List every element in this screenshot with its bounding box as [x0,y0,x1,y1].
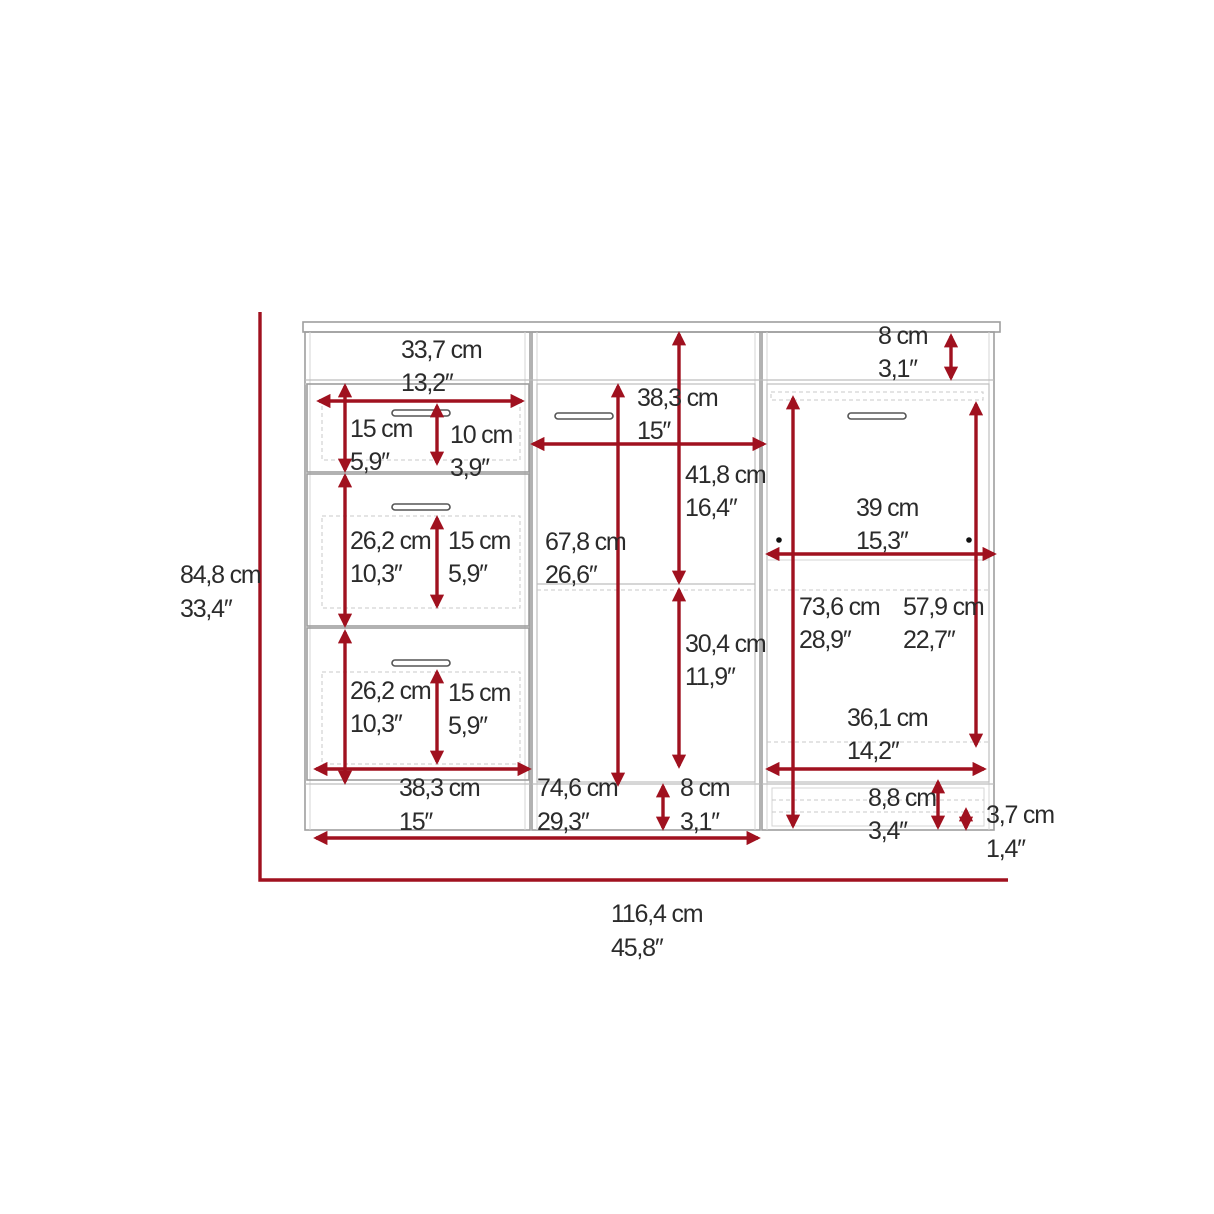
middle-total-cm: 67,8 cm [545,528,626,556]
drawer2-height-cm: 26,2 cm [350,527,431,555]
middle-handle [554,412,614,420]
base-width-in: 29,3″ [537,808,590,836]
drawer-3-handle [391,659,451,667]
drawer3-inner-in: 5,9″ [448,712,488,740]
drawer1-height-in: 5,9″ [350,448,390,476]
top-rail-cm: 8 cm [878,322,928,350]
middle-door [536,383,756,783]
right-door-in: 22,7″ [903,626,956,654]
left-section [304,331,531,831]
dimension-labels: 84,8 cm 33,4″ 116,4 cm 45,8″ 33,7 cm 13,… [180,322,1055,962]
drawer-2 [306,473,530,627]
right-base-in: 3,4″ [868,817,908,845]
right-width-in: 15,3″ [856,527,909,555]
drawer2-height-in: 10,3″ [350,560,403,588]
drawer1-height-cm: 15 cm [350,415,412,443]
right-width-cm: 39 cm [856,494,918,522]
top-left-width-in: 13,2″ [401,369,454,397]
top-left-width-cm: 33,7 cm [401,336,482,364]
right-inner-width-in: 14,2″ [847,737,900,765]
drawer-2-handle [391,503,451,511]
overall-width-in: 45,8″ [611,934,664,962]
dimension-arrows [313,331,997,846]
left-bottom-width-in: 15″ [399,808,433,836]
drawer-1 [306,383,530,473]
drawer1-inner-cm: 10 cm [450,421,512,449]
drawer-3 [306,627,530,781]
right-base-cm: 8,8 cm [868,784,936,812]
middle-width-cm: 38,3 cm [637,384,718,412]
overall-height-in: 33,4″ [180,595,233,623]
right-door-cm: 57,9 cm [903,593,984,621]
middle-section [531,331,761,831]
drawer2-inner-in: 5,9″ [448,560,488,588]
middle-lower-cm: 30,4 cm [685,630,766,658]
overall-axis-lines [258,312,1008,882]
base-height-in: 3,1″ [680,808,720,836]
overall-height-cm: 84,8 cm [180,561,261,589]
overall-width-cm: 116,4 cm [611,900,703,928]
right-total-cm: 73,6 cm [799,593,880,621]
right-door [766,383,990,783]
right-handle [847,412,907,420]
base-height-cm: 8 cm [680,774,730,802]
right-inner-width-cm: 36,1 cm [847,704,928,732]
right-foot-cm: 3,7 cm [986,801,1054,829]
drawer3-height-in: 10,3″ [350,710,403,738]
middle-width-in: 15″ [637,417,671,445]
drawer2-inner-cm: 15 cm [448,527,510,555]
middle-lower-in: 11,9″ [685,663,736,691]
drawer3-height-cm: 26,2 cm [350,677,431,705]
drawer1-inner-in: 3,9″ [450,454,490,482]
right-total-in: 28,9″ [799,626,852,654]
middle-upper-in: 16,4″ [685,494,738,522]
base-width-cm: 74,6 cm [537,774,618,802]
middle-total-in: 26,6″ [545,561,598,589]
left-bottom-width-cm: 38,3 cm [399,774,480,802]
hinge-dot-left [776,537,782,543]
drawer3-inner-cm: 15 cm [448,679,510,707]
right-foot-in: 1,4″ [986,835,1026,863]
top-rail-in: 3,1″ [878,355,918,383]
hinge-dot-right [966,537,972,543]
right-section [761,331,995,831]
middle-upper-cm: 41,8 cm [685,461,766,489]
